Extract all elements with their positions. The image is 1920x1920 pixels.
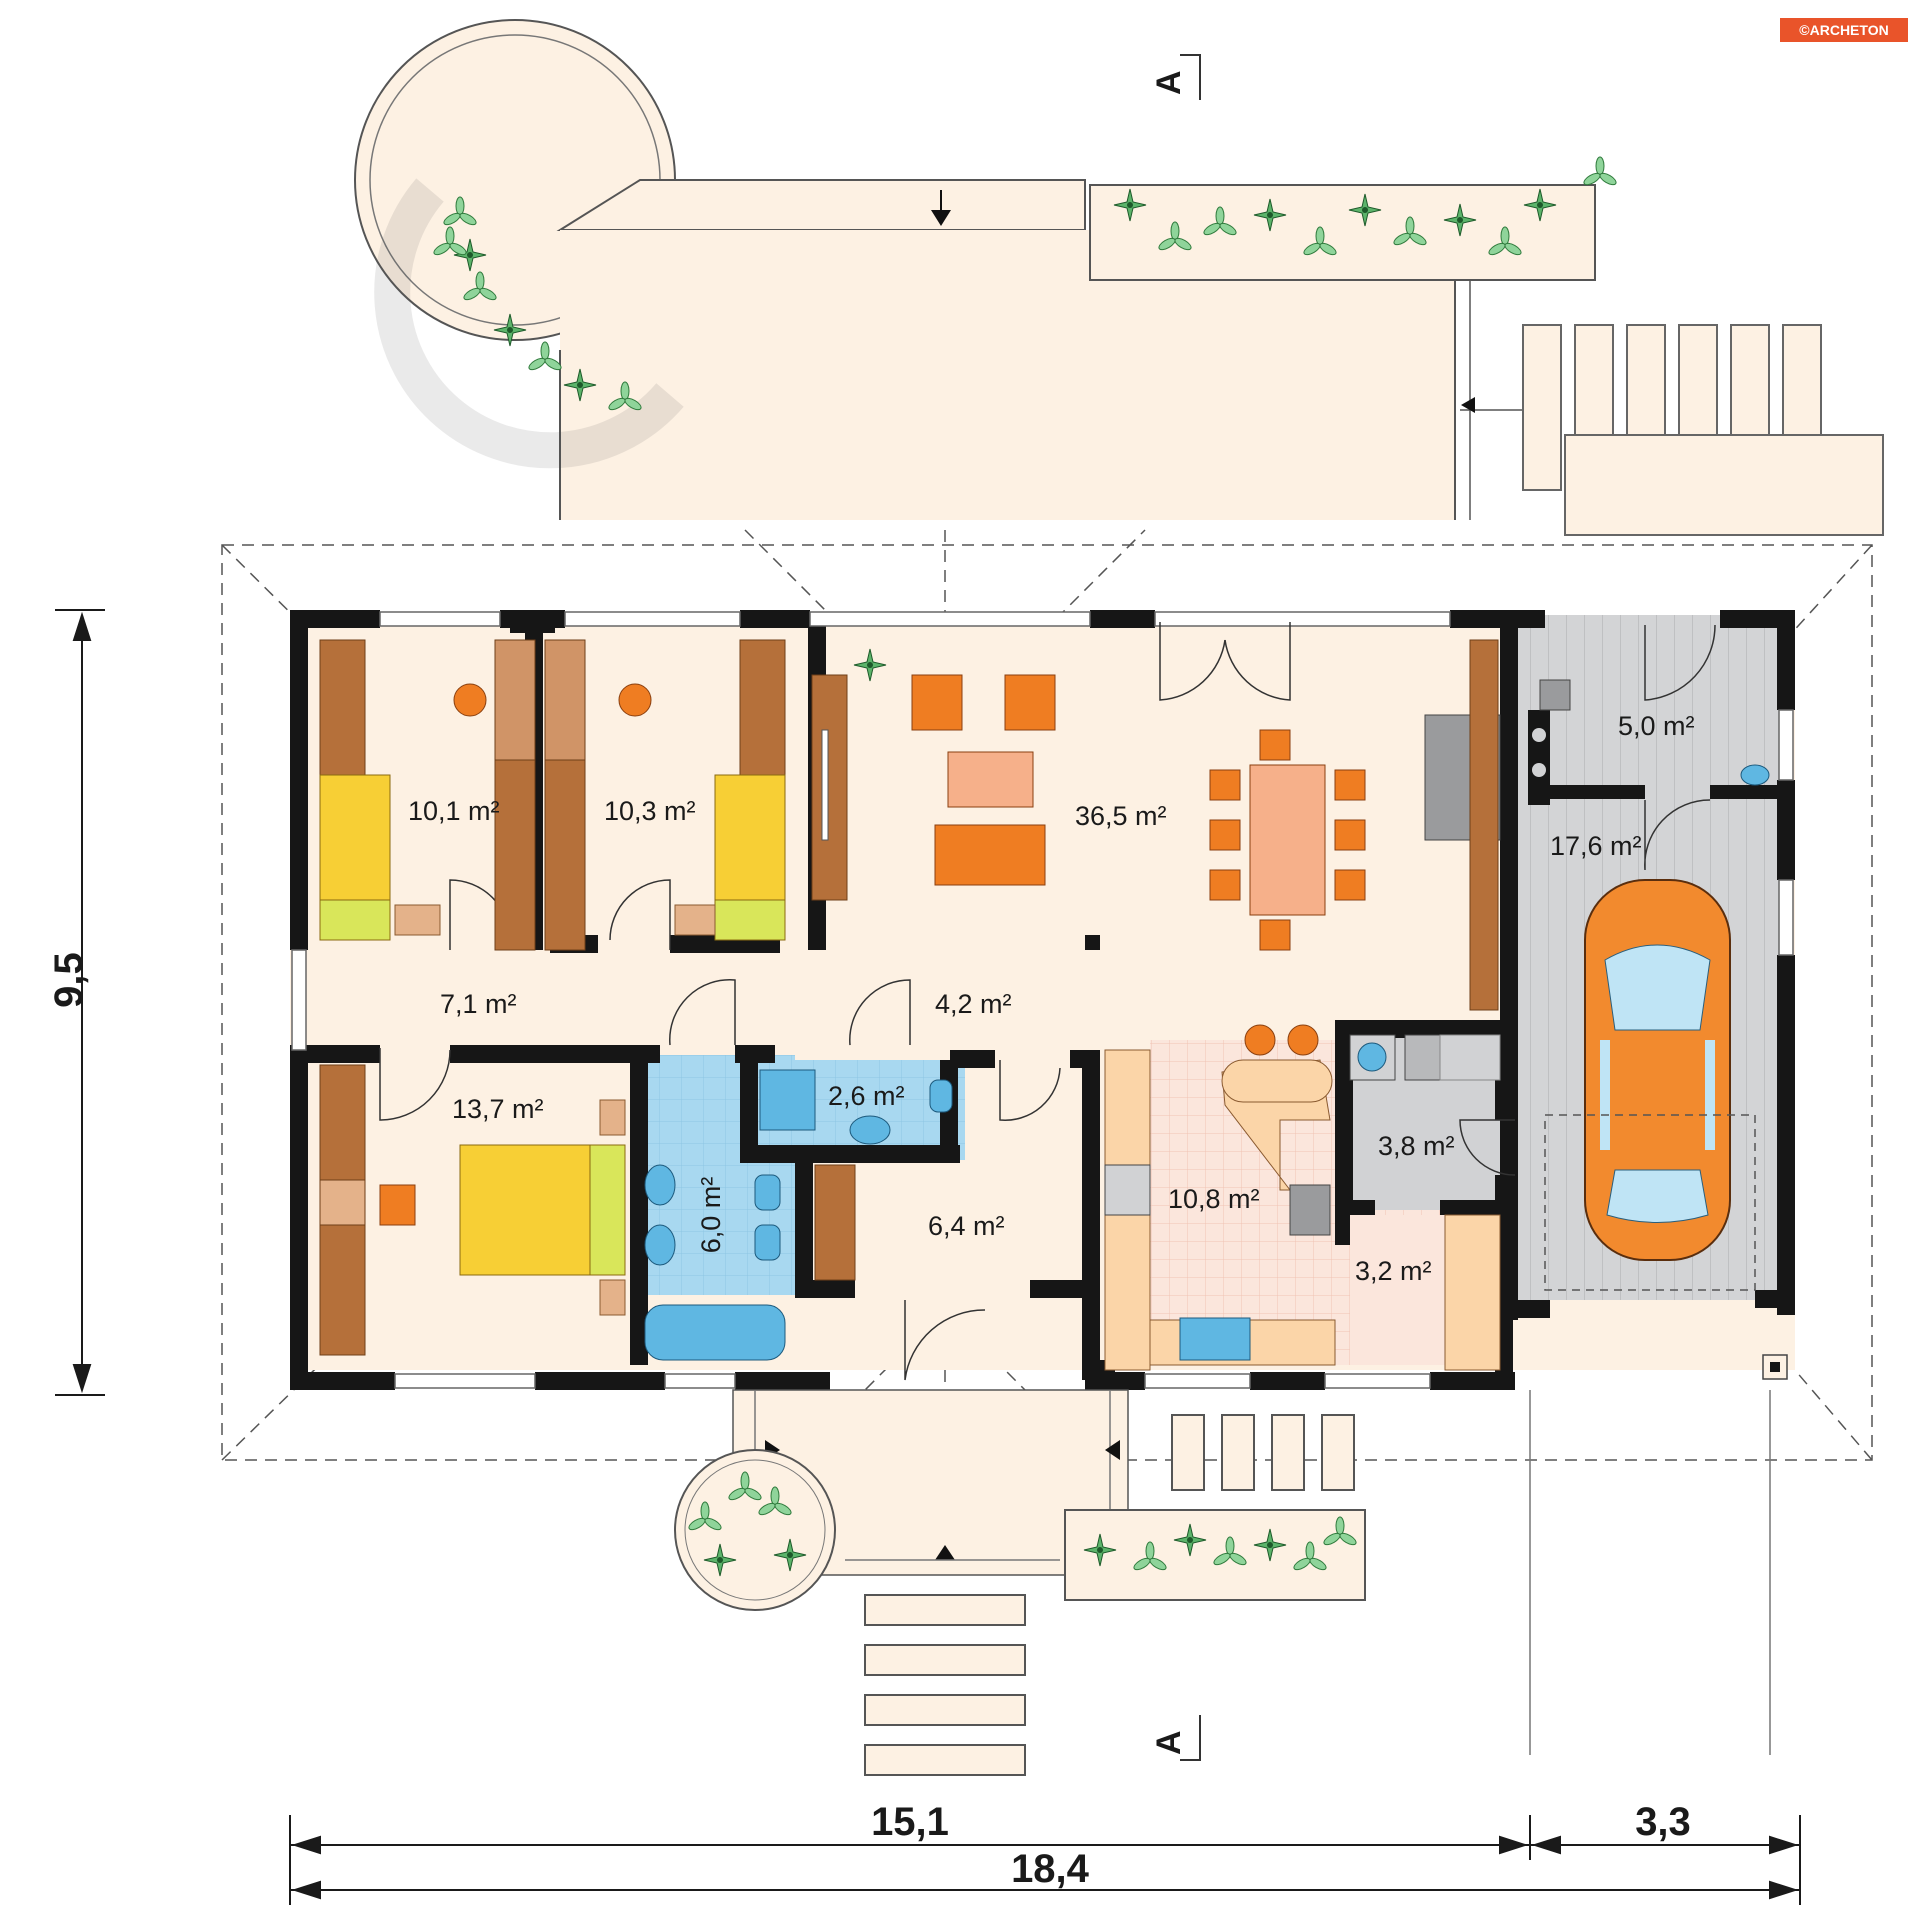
front-steps: [1171, 1414, 1355, 1491]
door-swings: [379, 622, 1716, 1381]
terrace-steps: [1522, 324, 1884, 536]
bedroom-2-furniture: [544, 639, 848, 951]
front-planter: [1064, 1509, 1366, 1601]
living-furniture: [853, 639, 1501, 1011]
bedroom-1-furniture: [319, 639, 536, 951]
room-area-living-dining: 36,5 m²: [1075, 801, 1167, 831]
section-marker-top: A: [1150, 54, 1201, 100]
car-icon: [1584, 879, 1731, 1261]
walls: [290, 610, 1795, 1390]
dim-garage-width: 3,3: [1635, 1800, 1691, 1844]
room-area-boiler-room: 5,0 m²: [1618, 711, 1695, 741]
room-area-utility: 3,8 m²: [1378, 1131, 1455, 1161]
room-area-entrance: 6,4 m²: [928, 1211, 1005, 1241]
round-plant-pot: [674, 1449, 836, 1611]
kitchen-furniture: [1104, 1024, 1501, 1371]
round-planter: [374, 178, 684, 469]
top-planter: [1089, 156, 1619, 281]
room-area-wc: 2,6 m²: [828, 1081, 905, 1111]
driveway: [1529, 1354, 1788, 1755]
svg-text:A: A: [1150, 70, 1188, 95]
dimension-height: 9,5: [47, 609, 105, 1396]
room-labels: 10,1 m² 10,3 m² 36,5 m² 5,0 m² 17,6 m² 7…: [408, 711, 1695, 1286]
utility-fixtures: [1349, 1034, 1501, 1081]
room-area-corridor: 7,1 m²: [440, 989, 517, 1019]
master-bedroom-furniture: [319, 1064, 626, 1356]
svg-text:A: A: [1150, 1730, 1188, 1755]
section-marker-bottom: A: [1150, 1715, 1201, 1761]
room-area-hall: 4,2 m²: [935, 989, 1012, 1019]
entrance-wardrobe: [814, 1164, 856, 1281]
room-area-garage: 17,6 m²: [1550, 831, 1642, 861]
room-area-bathroom: 6,0 m²: [696, 1177, 726, 1254]
archeton-logo: ©ARCHETON: [1780, 18, 1908, 42]
bathroom-fixtures: [644, 1164, 786, 1361]
room-area-bedroom-2: 10,3 m²: [604, 796, 696, 826]
room-area-master-bedroom: 13,7 m²: [452, 1094, 544, 1124]
terrace-arrow-icon: [931, 210, 951, 226]
entrance-steps: [864, 1594, 1026, 1776]
entry-arrow-icon: [935, 1545, 955, 1560]
boiler-fixtures: [1528, 679, 1770, 805]
terrace: [354, 19, 1884, 536]
steps-arrow-icon: [1461, 397, 1475, 413]
room-area-bedroom-1: 10,1 m²: [408, 796, 500, 826]
windows: [291, 611, 1794, 1389]
wc-fixtures: [759, 1069, 953, 1145]
dim-house-width: 15,1: [871, 1800, 949, 1844]
dimension-widths: 15,1 3,3 18,4: [289, 1800, 1801, 1905]
svg-text:9,5: 9,5: [47, 952, 91, 1008]
room-area-kitchen: 10,8 m²: [1168, 1184, 1260, 1214]
dim-total-width: 18,4: [1011, 1847, 1090, 1891]
room-area-pantry: 3,2 m²: [1355, 1256, 1432, 1286]
